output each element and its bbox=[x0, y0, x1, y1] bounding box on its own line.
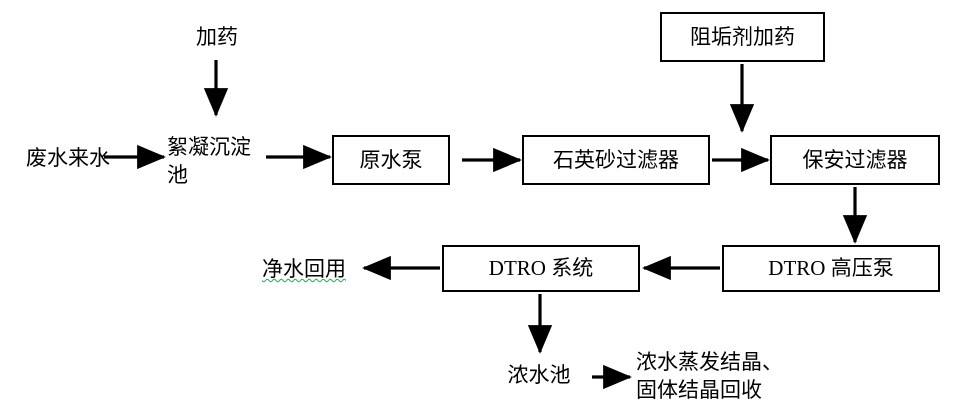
node-clean-water-reuse: 净水回用 bbox=[252, 252, 356, 286]
node-clean-water-reuse-label: 净水回用 bbox=[262, 256, 346, 281]
node-antiscalant-dosing[interactable]: 阻垢剂加药 bbox=[660, 12, 825, 62]
node-brine-tank-label: 浓水池 bbox=[507, 362, 571, 387]
node-antiscalant-dosing-label: 阻垢剂加药 bbox=[690, 24, 795, 49]
node-security-filter-label: 保安过滤器 bbox=[802, 147, 908, 172]
node-quartz-sand-filter-label: 石英砂过滤器 bbox=[553, 147, 679, 172]
node-raw-water-pump[interactable]: 原水泵 bbox=[332, 135, 450, 185]
node-dtro-hp-pump[interactable]: DTRO 高压泵 bbox=[722, 245, 940, 292]
node-security-filter[interactable]: 保安过滤器 bbox=[770, 135, 940, 185]
node-brine-evap-crystal: 浓水蒸发结晶、 固体结晶回收 bbox=[636, 348, 866, 410]
node-brine-tank: 浓水池 bbox=[498, 358, 580, 392]
node-floc-sed-tank: 絮凝沉淀 池 bbox=[167, 133, 259, 195]
node-dtro-system[interactable]: DTRO 系统 bbox=[442, 245, 640, 292]
node-dosing-label: 加药 bbox=[196, 24, 238, 49]
node-dosing: 加药 bbox=[186, 20, 248, 54]
node-floc-sed-tank-label: 絮凝沉淀 池 bbox=[167, 135, 251, 188]
node-influent: 废水来水 bbox=[8, 138, 128, 178]
node-quartz-sand-filter[interactable]: 石英砂过滤器 bbox=[522, 135, 710, 185]
node-brine-evap-crystal-label: 浓水蒸发结晶、 固体结晶回收 bbox=[636, 350, 783, 403]
node-influent-label: 废水来水 bbox=[26, 145, 110, 170]
node-raw-water-pump-label: 原水泵 bbox=[359, 147, 423, 172]
node-dtro-system-label: DTRO 系统 bbox=[488, 256, 594, 281]
node-dtro-hp-pump-label: DTRO 高压泵 bbox=[768, 256, 894, 281]
